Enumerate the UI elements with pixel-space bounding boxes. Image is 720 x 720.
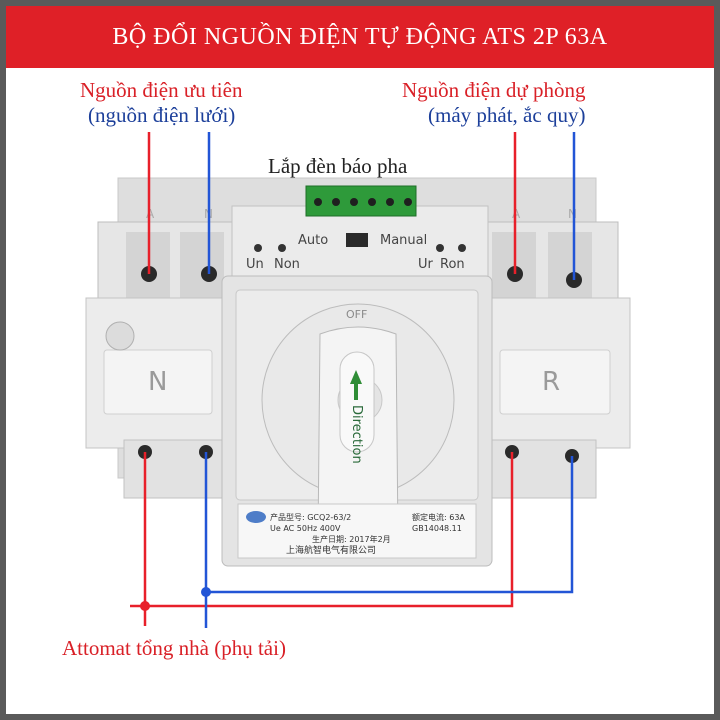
blue-wire-bottom [204,452,574,594]
backup-source-label: Nguồn điện dự phòng [402,78,586,102]
terminal-n-right: N [568,207,577,221]
primary-source-label: Nguồn điện ưu tiên [80,78,243,102]
un-label: Un [246,257,264,272]
page-title: BỘ ĐỔI NGUỒN ĐIỆN TỰ ĐỘNG ATS 2P 63A [112,23,608,50]
backup-source-sublabel: (máy phát, ắc quy) [428,103,586,127]
nameplate-standard: GB14048.11 [412,524,462,533]
red-wire-bottom [143,452,514,608]
right-block-letter: R [542,367,560,397]
terminal-a-left: A [146,207,155,221]
off-label: OFF [346,308,367,321]
nameplate-current: 额定电流: 63A [412,512,465,522]
nameplate [237,503,477,559]
blue-junction [201,587,211,597]
terminal-a-right: A [512,207,521,221]
handle-direction-text: Direction [349,405,364,464]
ron-label: Ron [440,257,465,272]
mode-auto-label: Auto [298,233,328,248]
left-block-letter: N [148,367,167,397]
indicator-light-label: Lắp đèn báo pha [268,154,408,178]
load-label: Attomat tổng nhà (phụ tải) [62,636,286,660]
title-banner: BỘ ĐỔI NGUỒN ĐIỆN TỰ ĐỘNG ATS 2P 63A [6,6,714,68]
mode-switch [346,233,368,247]
non-label: Non [274,257,300,272]
mode-manual-label: Manual [380,233,427,248]
nameplate-date: 生产日期: 2017年2月 [312,534,391,544]
nameplate-model: 产品型号: GCQ2-63/2 [270,512,351,522]
ur-label: Ur [418,257,434,272]
indicator-connector [305,185,417,217]
nameplate-voltage: Ue AC 50Hz 400V [270,524,341,533]
red-junction [140,601,150,611]
nameplate-maker: 上海航智电气有限公司 [286,544,376,556]
primary-source-sublabel: (nguồn điện lưới) [88,103,236,127]
direction-arrow-icon [350,370,362,400]
